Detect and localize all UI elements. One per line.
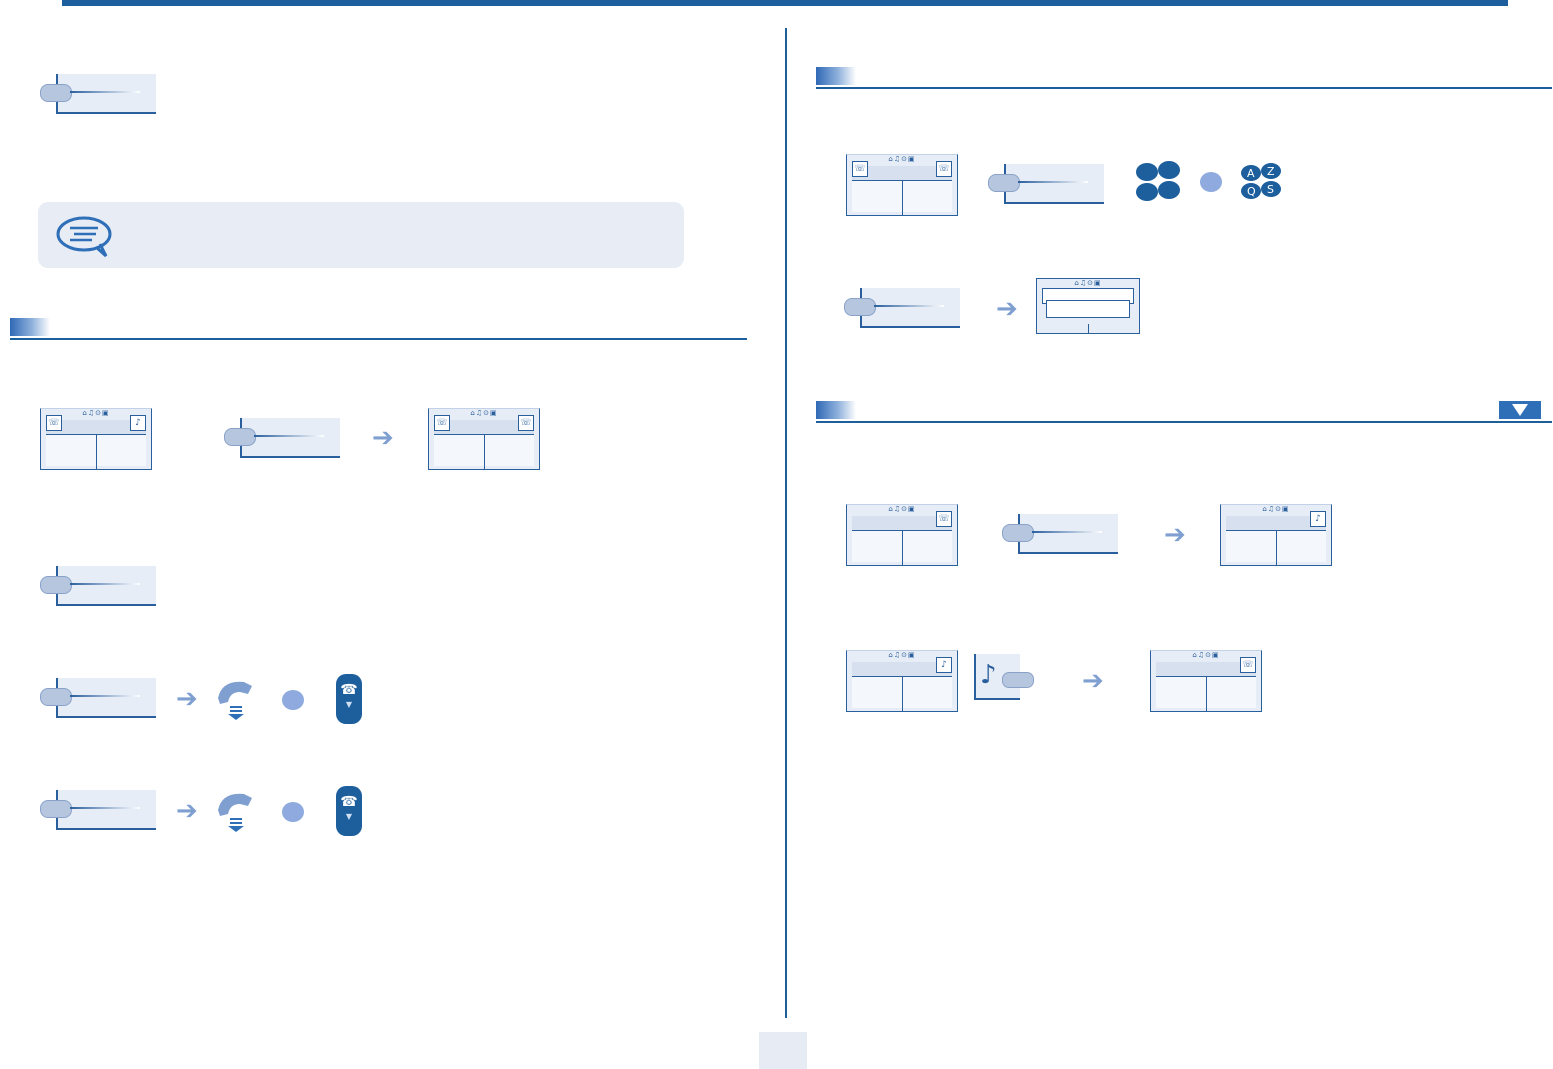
softkey[interactable] xyxy=(40,74,156,114)
phone-screen: ⌂♫⊙▣ ☏ ♪ xyxy=(40,408,152,470)
top-rule xyxy=(62,0,1508,6)
right-arrow-icon: ➔ xyxy=(176,796,198,826)
call-icon: ☏ xyxy=(434,415,450,431)
softkey[interactable] xyxy=(224,418,340,458)
phone-screen: ⌂♫⊙▣ ☏ ☏ xyxy=(846,154,958,216)
right-arrow-icon: ➔ xyxy=(372,423,394,453)
call-icon: ☏ xyxy=(936,511,952,527)
or-dot-icon xyxy=(1200,172,1222,192)
softkey[interactable] xyxy=(40,678,156,718)
column-divider xyxy=(785,28,787,1018)
right-arrow-icon: ➔ xyxy=(1082,666,1104,696)
softkey[interactable] xyxy=(988,164,1104,204)
section-heading xyxy=(10,318,747,340)
status-icons: ⌂♫⊙▣ xyxy=(1262,505,1290,513)
alphabetic-keyboard-icon[interactable]: A Z Q S xyxy=(1240,162,1282,202)
music-note-icon: ♪ xyxy=(980,660,997,690)
status-icons: ⌂♫⊙▣ xyxy=(888,155,916,163)
or-dot-icon xyxy=(282,802,304,822)
softkey[interactable] xyxy=(1002,514,1118,554)
note-box xyxy=(38,202,684,268)
softkey[interactable] xyxy=(844,288,960,328)
phone-screen: ⌂♫⊙▣ ☏ xyxy=(846,504,958,566)
call-icon: ☏ xyxy=(1240,657,1256,673)
phone-screen: ⌂♫⊙▣ ☏ ☏ xyxy=(428,408,540,470)
status-icons: ⌂♫⊙▣ xyxy=(888,505,916,513)
handset-hang-up-icon[interactable] xyxy=(214,788,260,834)
phone-screen: ⌂♫⊙▣ ♪ xyxy=(1220,504,1332,566)
music-icon: ♪ xyxy=(1310,511,1326,527)
call-icon: ☏ xyxy=(852,161,868,177)
section-heading xyxy=(816,67,1552,89)
page-number-tab xyxy=(759,1032,807,1069)
call-icon: ☏ xyxy=(518,415,534,431)
status-icons: ⌂♫⊙▣ xyxy=(1192,651,1220,659)
music-icon: ♪ xyxy=(936,657,952,673)
status-icons: ⌂♫⊙▣ xyxy=(470,409,498,417)
triangle-down-icon[interactable] xyxy=(1499,401,1541,419)
phone-screen: ⌂♫⊙▣ ♪ xyxy=(846,650,958,712)
music-icon: ♪ xyxy=(130,415,146,431)
call-icon: ☏ xyxy=(936,161,952,177)
right-arrow-icon: ➔ xyxy=(1164,520,1186,550)
right-arrow-icon: ➔ xyxy=(176,684,198,714)
status-icons: ⌂♫⊙▣ xyxy=(1074,279,1102,287)
music-on-hold-key[interactable]: ♪ xyxy=(974,654,1034,700)
call-icon: ☏ xyxy=(46,415,62,431)
hang-up-key-icon[interactable]: ☎▼ xyxy=(336,786,362,836)
speech-bubble-icon xyxy=(56,216,112,258)
handset-hang-up-icon[interactable] xyxy=(214,676,260,722)
status-icons: ⌂♫⊙▣ xyxy=(82,409,110,417)
phone-screen: ⌂♫⊙▣ ☏ xyxy=(1150,650,1262,712)
status-icons: ⌂♫⊙▣ xyxy=(888,651,916,659)
hang-up-key-icon[interactable]: ☎▼ xyxy=(336,674,362,724)
softkey[interactable] xyxy=(40,566,156,606)
svg-text:S: S xyxy=(1267,183,1274,196)
section-heading xyxy=(816,401,1552,423)
svg-text:Q: Q xyxy=(1247,185,1256,198)
phone-dialog-screen: ⌂♫⊙▣ xyxy=(1036,278,1140,334)
svg-text:Z: Z xyxy=(1267,165,1275,178)
keypad-icon[interactable] xyxy=(1134,160,1182,204)
or-dot-icon xyxy=(282,690,304,710)
softkey[interactable] xyxy=(40,790,156,830)
right-arrow-icon: ➔ xyxy=(996,294,1018,324)
svg-text:A: A xyxy=(1247,167,1255,180)
